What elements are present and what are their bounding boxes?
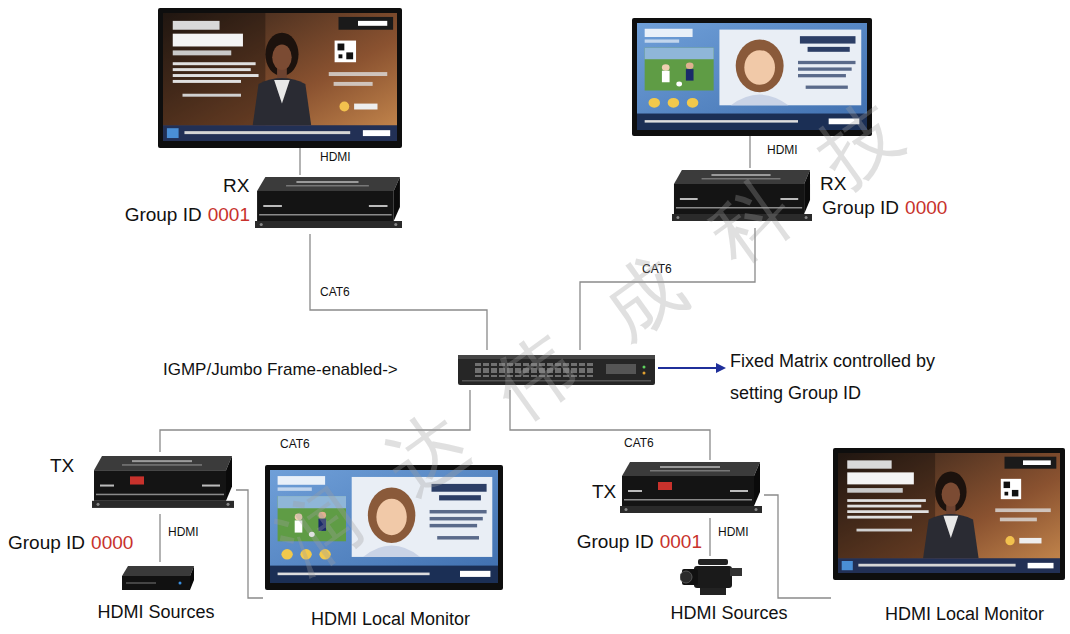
group-id-label: Group ID: [577, 532, 654, 553]
switch-label: IGMP/Jumbo Frame-enabled->: [163, 360, 398, 380]
cable-label: CAT6: [622, 437, 656, 451]
group-id-number: 0000: [905, 198, 947, 219]
group-id-number: 0001: [660, 532, 702, 553]
group-id-label: Group ID: [125, 205, 202, 226]
hdmi-source: HDMI Sources: [86, 562, 226, 628]
source-label: HDMI Sources: [86, 602, 226, 623]
group-id-label: Group ID: [8, 533, 85, 554]
cable-line: [236, 490, 263, 598]
cable-label: CAT6: [278, 438, 312, 452]
group-id-number: 0000: [91, 533, 133, 554]
device-label: RX: [223, 176, 249, 197]
cable-label: HDMI: [716, 526, 751, 540]
tx-device: [92, 456, 234, 508]
tx-transmitter: TXGroup ID0001: [588, 460, 764, 518]
text-row: Group ID 0001: [125, 205, 250, 226]
cable-line: [159, 514, 160, 562]
cable-label: CAT6: [318, 286, 352, 300]
cable-line: [764, 495, 831, 598]
note-text: Fixed Matrix controlled by setting Group…: [730, 345, 938, 409]
tx-device: [620, 462, 762, 513]
text-row: Group ID 0001: [577, 532, 702, 553]
hdmi-source: HDMI Sources: [658, 556, 800, 628]
group-id-number: 0001: [208, 205, 250, 226]
rx-receiver: RX Group ID 0001: [113, 172, 403, 234]
cable-label: HDMI: [166, 526, 201, 540]
media-player-icon: [122, 566, 194, 590]
tv-top-left: [158, 8, 402, 148]
cable-label: HDMI: [318, 151, 353, 165]
device-label: TX: [592, 482, 616, 503]
monitor-label: HDMI Local Monitor: [885, 604, 1044, 625]
source-label: HDMI Sources: [658, 603, 800, 624]
tx-transmitter: TXGroup ID0000: [46, 452, 236, 514]
cable-line: [709, 518, 710, 556]
camcorder-icon: [680, 559, 742, 595]
device-label: TX: [50, 456, 74, 477]
local-monitor: HDMI Local Monitor: [831, 446, 1067, 630]
hdmi-wire: [300, 136, 750, 175]
rx-device: [255, 177, 402, 228]
monitor-bottom-right: [833, 448, 1065, 580]
cable-line: [310, 234, 487, 350]
blue-arrow: [658, 363, 726, 373]
text-row: Group ID 0000: [8, 533, 133, 554]
monitor-label: HDMI Local Monitor: [311, 609, 470, 630]
